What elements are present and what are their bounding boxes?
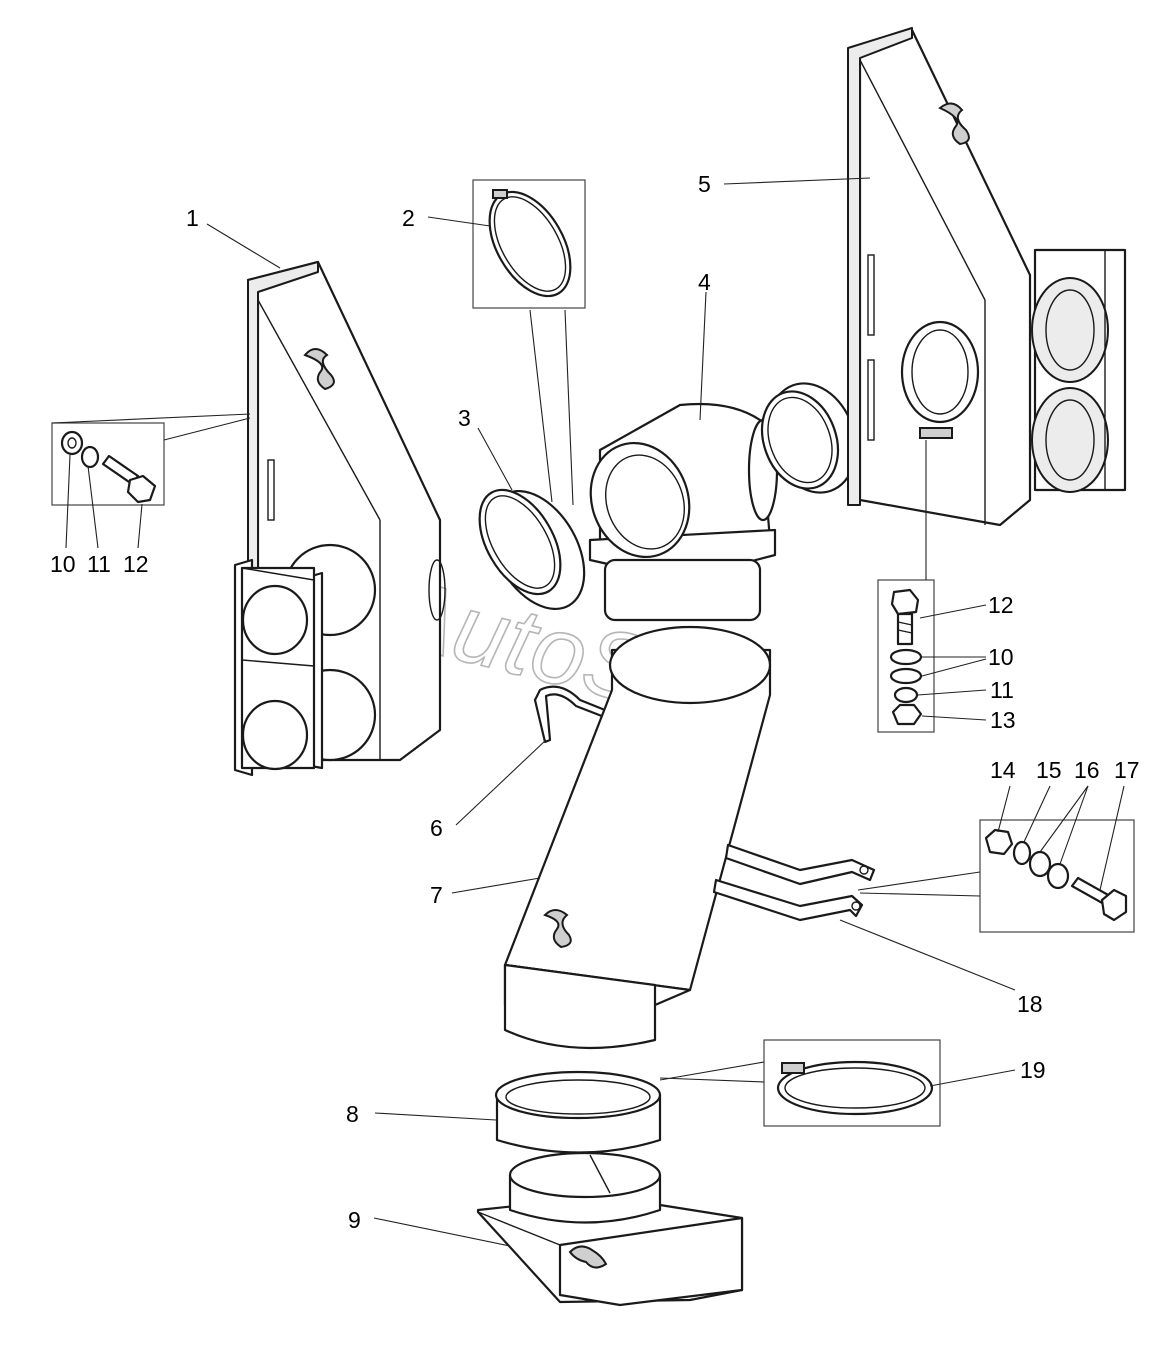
fastener-set-bracket: [857, 819, 1135, 933]
part-19-hose-clamp: [659, 1039, 941, 1127]
callout-17: 17: [1114, 757, 1140, 783]
callout-11-left: 11: [87, 551, 111, 577]
part-3-connecting-sleeve: [478, 488, 586, 611]
part-18-mounting-brackets: [712, 843, 876, 922]
fastener-set-left: [51, 413, 251, 506]
part-9-base-adapter: [476, 1151, 744, 1307]
callout-18: 18: [1017, 991, 1043, 1017]
callout-6: 6: [430, 815, 443, 841]
leader-lines: [65, 177, 1125, 1247]
callout-3: 3: [458, 405, 471, 431]
callout-labels: 1 2 3 4 5 6 7 8 9 10 11 12 12 10 11 13 1…: [50, 171, 1140, 1233]
part-2-hose-clamp: [472, 179, 586, 309]
callout-13: 13: [990, 707, 1016, 733]
callout-1: 1: [186, 205, 199, 231]
callout-7: 7: [430, 882, 443, 908]
callout-9: 9: [348, 1207, 361, 1233]
part-1-left-heater-housing: [233, 260, 446, 777]
callout-8: 8: [346, 1101, 359, 1127]
part-4-elbow-tee: [588, 402, 779, 622]
callout-19: 19: [1020, 1057, 1046, 1083]
callout-14: 14: [990, 757, 1016, 783]
callout-15: 15: [1036, 757, 1062, 783]
part-5-right-heater-housing: [847, 27, 1127, 527]
callout-10-left: 10: [50, 551, 76, 577]
part-8-sleeve-ring: [494, 1070, 662, 1154]
callout-12-left: 12: [123, 551, 149, 577]
callout-2: 2: [402, 205, 415, 231]
callout-10-right: 10: [988, 644, 1014, 670]
callout-12-right: 12: [988, 592, 1014, 618]
fastener-set-right: [877, 440, 935, 733]
callout-11-right: 11: [990, 677, 1014, 703]
connecting-sleeve-right: [760, 382, 857, 494]
callout-4: 4: [698, 269, 711, 295]
callout-5: 5: [698, 171, 711, 197]
callout-16: 16: [1074, 757, 1100, 783]
part-7-inclined-duct: [503, 625, 772, 1050]
